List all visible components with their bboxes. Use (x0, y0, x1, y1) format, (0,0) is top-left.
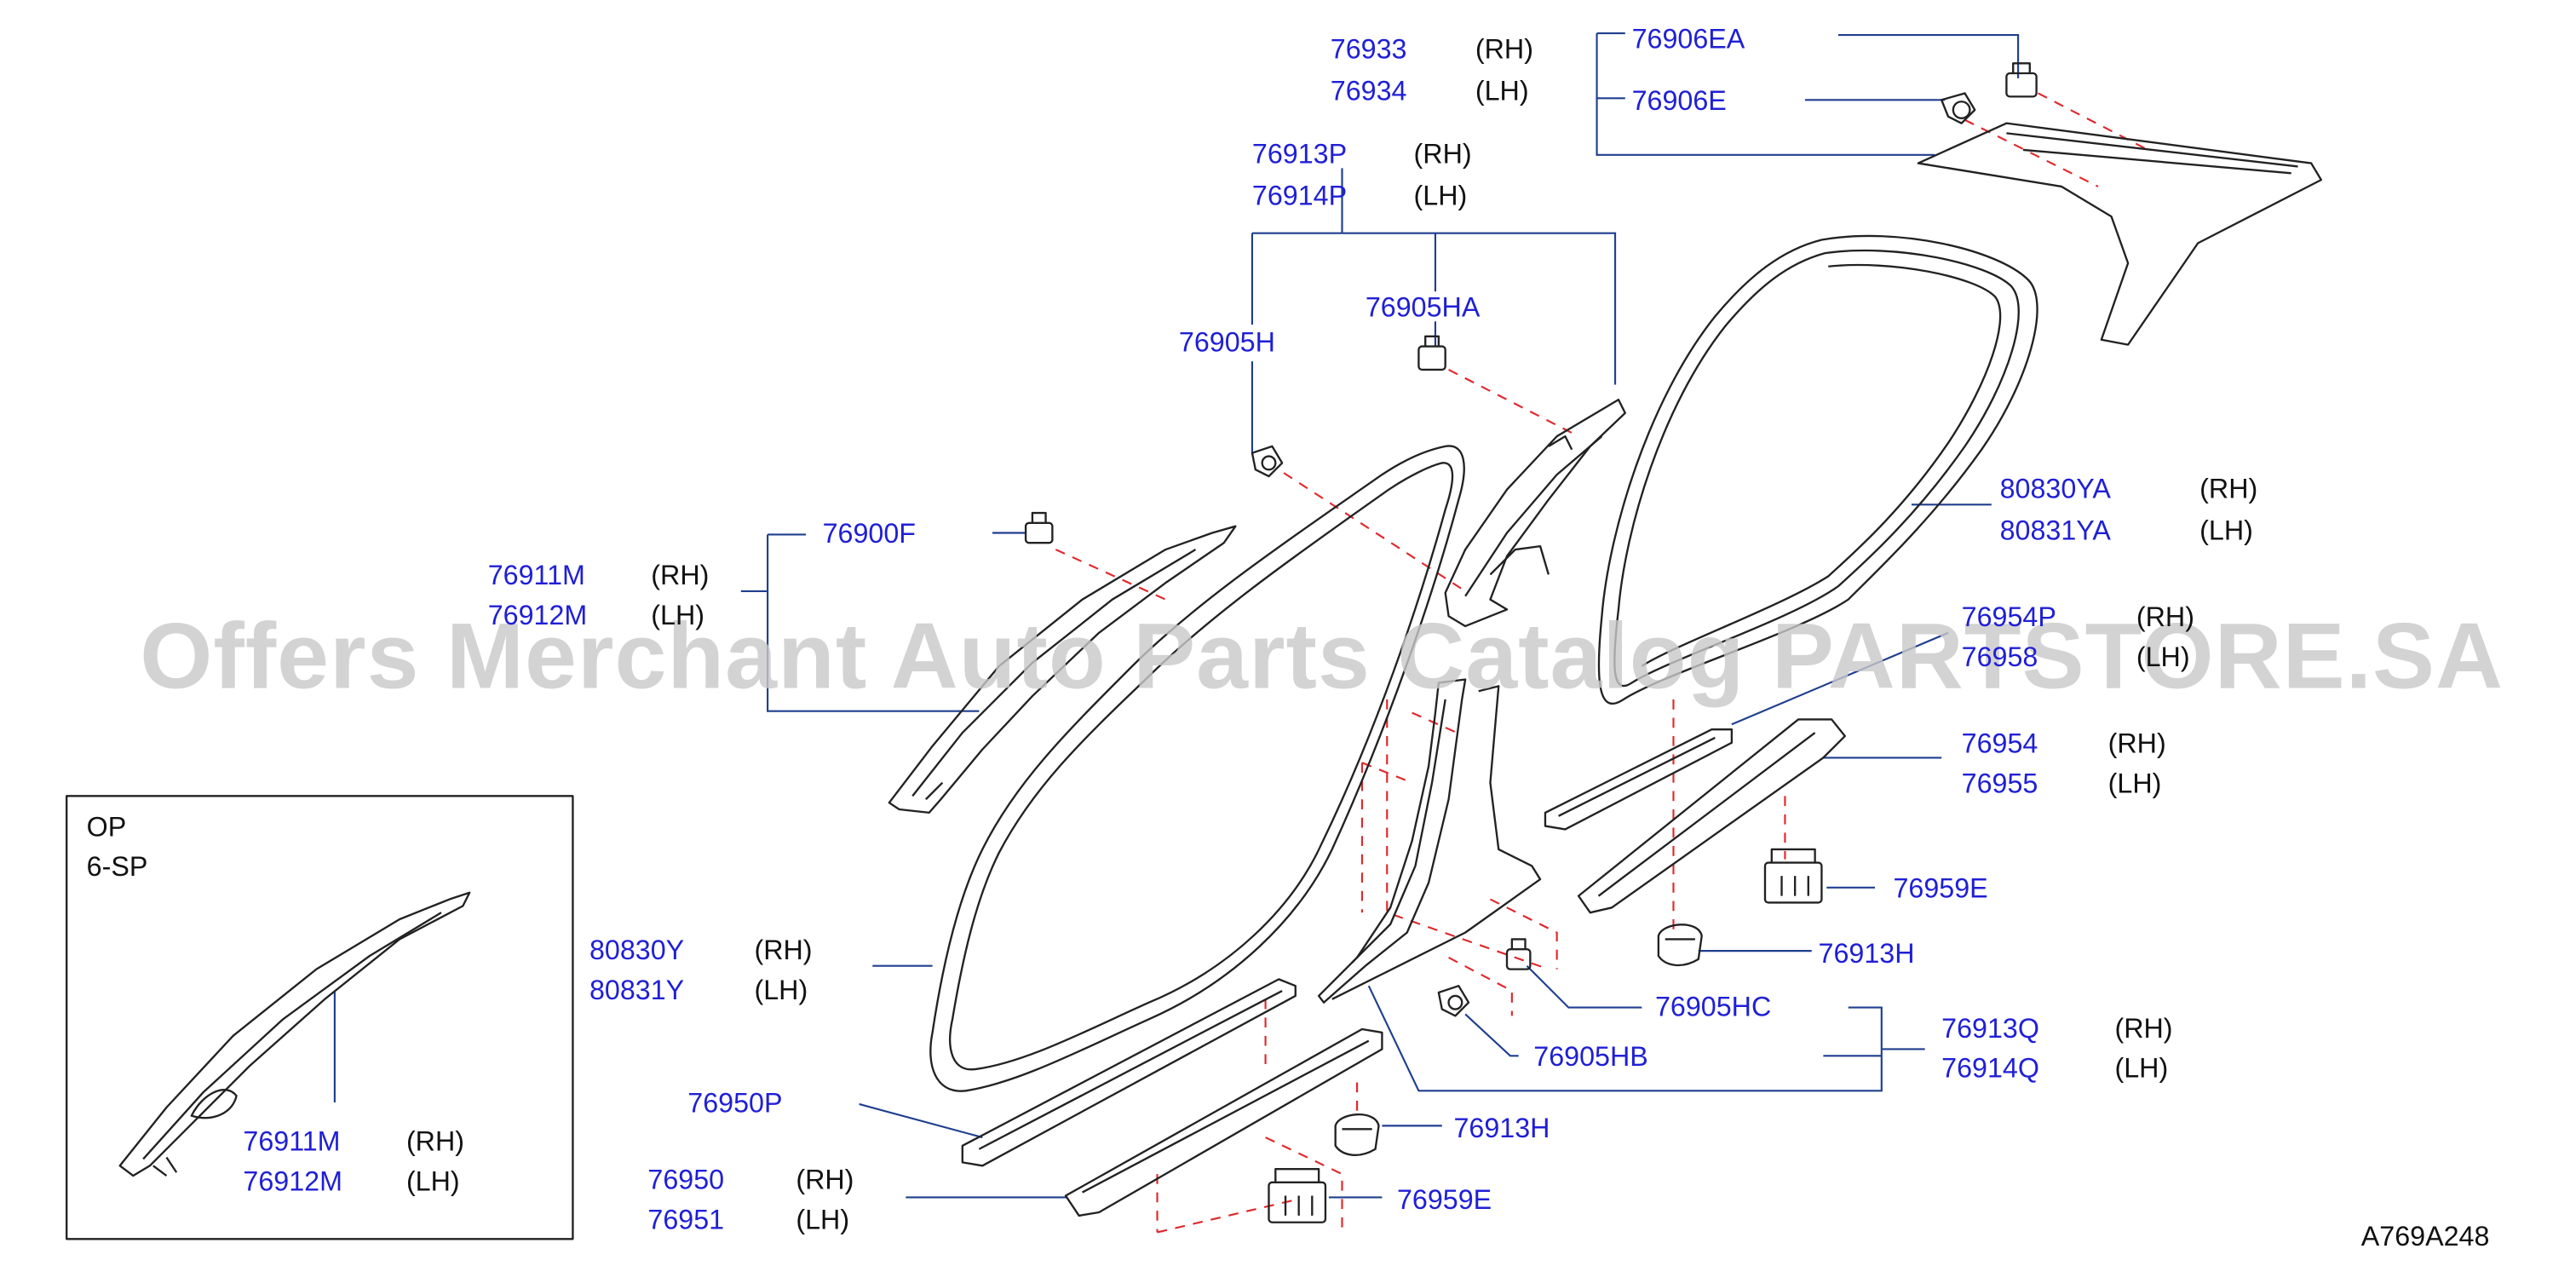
side-label-rh: (RH) (2107, 729, 2166, 760)
clip-76905H (1251, 445, 1284, 478)
leader-76905HB (1464, 1013, 1519, 1057)
side-label-rh: (RH) (796, 1165, 854, 1196)
part-label-76954P[interactable]: 76954P (1961, 602, 2056, 633)
side-label-rh: (RH) (1413, 140, 1472, 170)
part-label-76950[interactable]: 76950 (647, 1165, 725, 1196)
side-label-lh: (LH) (405, 1167, 460, 1198)
part-label-76905HA[interactable]: 76905HA (1365, 293, 1481, 324)
leader-76954P (1731, 631, 1949, 726)
front-door-weatherstrip (929, 445, 1465, 1092)
clip-76959E-upper (1763, 848, 1823, 904)
part-label-76959E-upper[interactable]: 76959E (1893, 874, 1988, 905)
side-label-lh: (LH) (651, 601, 705, 631)
leader-76911M-bracket (767, 534, 980, 712)
part-label-76905HB[interactable]: 76905HB (1533, 1042, 1648, 1073)
part-label-76959E-lower[interactable]: 76959E (1396, 1185, 1492, 1216)
clip-76913H-lower (1334, 1114, 1380, 1156)
inset-frame (66, 795, 574, 1240)
b-pillar-lower-trim (1317, 678, 1542, 1004)
part-label-76913P[interactable]: 76913P (1251, 140, 1348, 170)
clip-76905HB (1437, 985, 1470, 1017)
side-label-rh: (RH) (2199, 475, 2258, 505)
clip-76900F (1024, 511, 1054, 544)
side-label-rh: (RH) (754, 935, 813, 966)
leader-76913Q-bracket (1367, 985, 1883, 1092)
side-label-lh: (LH) (1413, 181, 1468, 212)
side-label-rh: (RH) (2136, 602, 2194, 633)
clip-76906E (1941, 92, 1976, 124)
clip-76905HC (1505, 938, 1532, 970)
side-label-rh: (RH) (2114, 1014, 2173, 1044)
part-label-76934[interactable]: 76934 (1330, 76, 1407, 107)
watermark: Offers Merchant Auto Parts Catalog PARTS… (140, 602, 2504, 708)
part-label-80831Y[interactable]: 80831Y (589, 975, 685, 1006)
side-label-lh: (LH) (754, 975, 808, 1006)
leader-lines (333, 32, 2020, 1199)
part-label-76950P[interactable]: 76950P (687, 1089, 783, 1119)
leader-76950P (859, 1102, 983, 1139)
part-outlines (66, 62, 2323, 1240)
side-label-lh: (LH) (796, 1206, 850, 1236)
part-label-76912M-inset[interactable]: 76912M (243, 1167, 342, 1198)
part-label-76954[interactable]: 76954 (1961, 729, 2038, 760)
part-label-76911M-inset[interactable]: 76911M (243, 1127, 341, 1158)
a-pillar-trim-inset (118, 891, 471, 1177)
part-label-76905H[interactable]: 76905H (1178, 328, 1275, 359)
side-label-lh: (LH) (2114, 1054, 2169, 1085)
rear-door-weatherstrip (1597, 234, 2038, 705)
part-label-76913H-lower[interactable]: 76913H (1453, 1114, 1550, 1144)
front-kicking-plate (961, 978, 1297, 1167)
inset-title-6sp: 6-SP (86, 852, 148, 883)
part-label-76914P[interactable]: 76914P (1251, 181, 1348, 212)
side-label-lh: (LH) (2136, 642, 2190, 673)
part-label-76951[interactable]: 76951 (647, 1206, 725, 1236)
part-label-76906E[interactable]: 76906E (1631, 86, 1727, 117)
fastener-dashed-lines (1055, 92, 2149, 1234)
leader-76933-bracket (1596, 33, 1935, 156)
side-label-lh: (LH) (1475, 76, 1529, 107)
clip-76913H-upper (1657, 924, 1703, 967)
part-label-76933[interactable]: 76933 (1330, 35, 1407, 66)
part-label-76905HC[interactable]: 76905HC (1654, 993, 1772, 1023)
side-label-lh: (LH) (2107, 769, 2162, 800)
a-pillar-trim-main (888, 525, 1237, 814)
part-label-76955[interactable]: 76955 (1961, 769, 2038, 800)
b-pillar-upper-trim (1444, 398, 1626, 628)
side-label-rh: (RH) (651, 561, 710, 591)
leader-76913P-bracket (1251, 232, 1617, 385)
diagram-id: A769A248 (2360, 1222, 2490, 1252)
clip-76905HA (1417, 335, 1446, 371)
inset-title-op: OP (86, 812, 127, 843)
part-label-76914Q[interactable]: 76914Q (1941, 1054, 2039, 1085)
clip-76906EA (2005, 62, 2038, 98)
leader-76905HC (1526, 964, 1642, 1009)
side-label-lh: (LH) (2199, 515, 2253, 547)
part-label-76912M[interactable]: 76912M (487, 601, 588, 631)
roof-rear-trim (1917, 122, 2323, 346)
part-label-76913H-upper[interactable]: 76913H (1818, 939, 1915, 970)
part-label-76911M[interactable]: 76911M (487, 561, 585, 591)
front-step-trim (1064, 1027, 1383, 1217)
leader-76906EA (1837, 33, 2020, 78)
part-label-76913Q[interactable]: 76913Q (1941, 1014, 2039, 1044)
part-label-76900F[interactable]: 76900F (822, 519, 917, 550)
clip-76959E-lower (1268, 1168, 1327, 1223)
part-label-76906EA[interactable]: 76906EA (1631, 25, 1745, 55)
rear-kicking-plate (1544, 728, 1734, 831)
rear-step-trim (1577, 718, 1846, 914)
side-label-rh: (RH) (405, 1127, 465, 1158)
side-label-rh: (RH) (1475, 35, 1533, 66)
part-label-80831YA[interactable]: 80831YA (1999, 515, 2111, 547)
part-label-80830Y[interactable]: 80830Y (589, 935, 685, 966)
part-label-76958[interactable]: 76958 (1961, 642, 2038, 673)
part-label-80830YA[interactable]: 80830YA (1999, 475, 2111, 505)
